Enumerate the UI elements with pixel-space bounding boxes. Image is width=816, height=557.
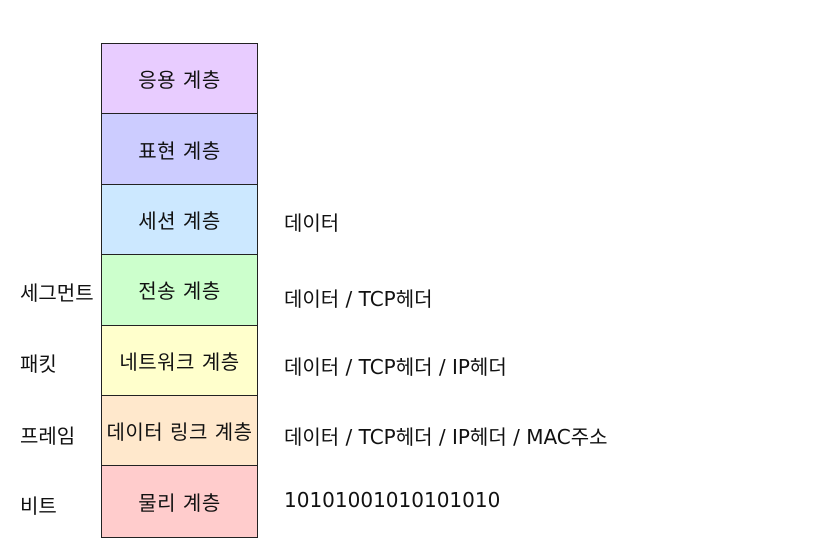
osi-layer-stack: 응용 계층 표현 계층 세션 계층 전송 계층 네트워크 계층 데이터 링크 계… bbox=[101, 43, 258, 538]
layer-datalink: 데이터 링크 계층 bbox=[102, 395, 257, 467]
layer-presentation: 표현 계층 bbox=[102, 114, 257, 185]
payload-network: 데이터 / TCP헤더 / IP헤더 bbox=[284, 355, 507, 379]
pdu-label-bit: 비트 bbox=[20, 494, 57, 518]
pdu-label-frame: 프레임 bbox=[20, 424, 76, 448]
pdu-label-packet: 패킷 bbox=[20, 352, 57, 376]
payload-session: 데이터 bbox=[284, 211, 340, 235]
layer-transport: 전송 계층 bbox=[102, 255, 257, 326]
layer-application: 응용 계층 bbox=[102, 44, 257, 115]
layer-network: 네트워크 계층 bbox=[102, 325, 257, 396]
payload-transport: 데이터 / TCP헤더 bbox=[284, 287, 433, 311]
layer-physical: 물리 계층 bbox=[102, 466, 257, 537]
payload-datalink: 데이터 / TCP헤더 / IP헤더 / MAC주소 bbox=[284, 425, 608, 449]
payload-physical: 10101001010101010 bbox=[284, 488, 501, 512]
layer-session: 세션 계층 bbox=[102, 184, 257, 256]
pdu-label-segment: 세그먼트 bbox=[20, 281, 94, 305]
